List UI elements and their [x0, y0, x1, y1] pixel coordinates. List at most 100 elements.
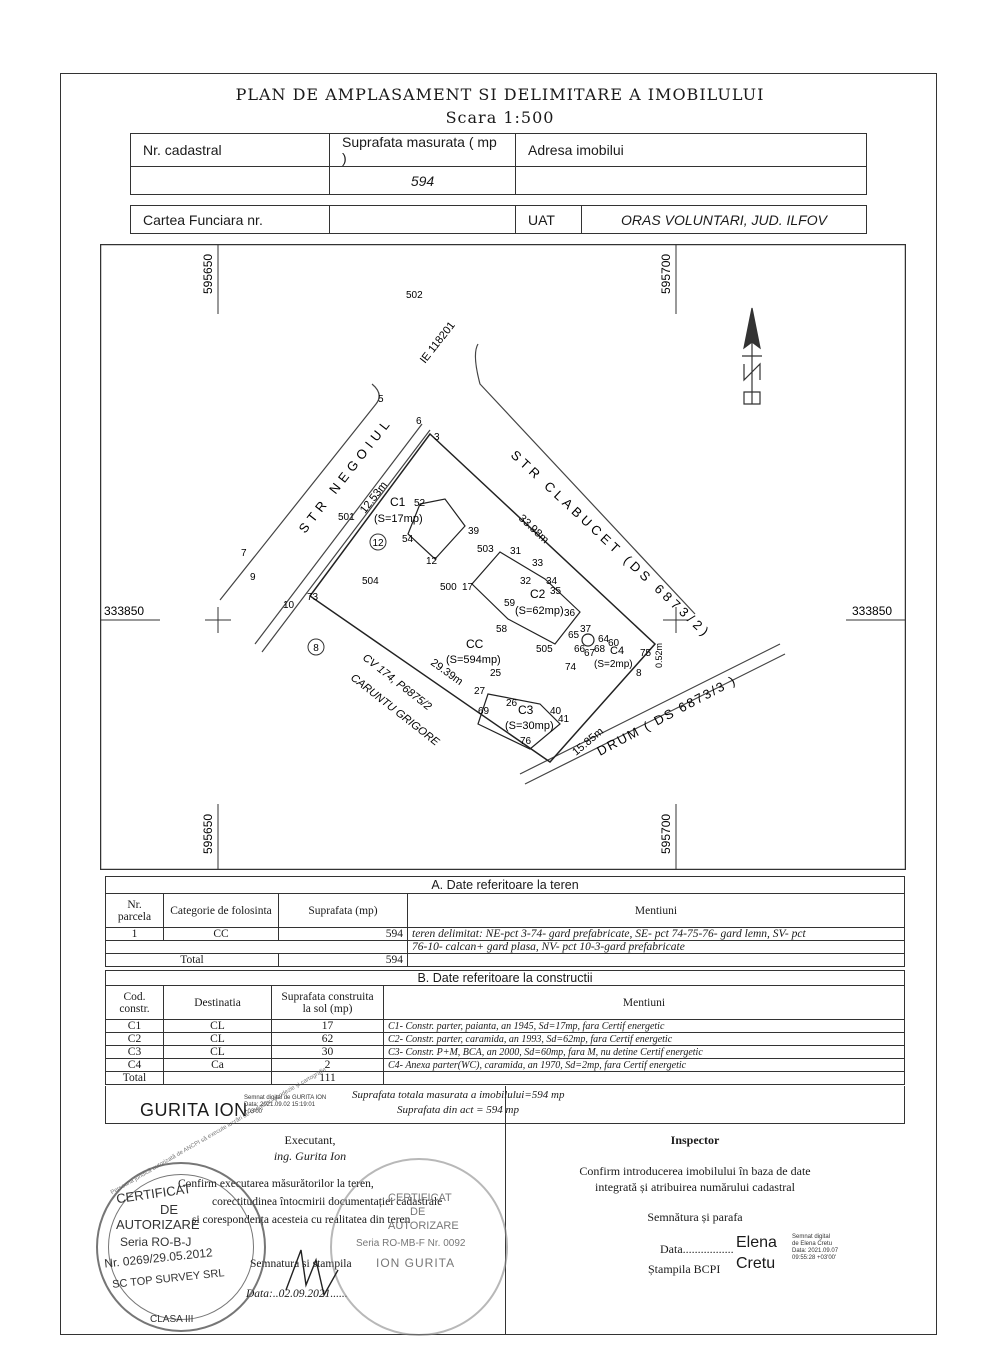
cf-label: Cartea Funciara nr. [130, 205, 330, 234]
stamp-2-l4: Seria RO-MB-F Nr. 0092 [356, 1238, 466, 1249]
section-b-table: B. Date referitoare la constructii Cod. … [105, 970, 905, 1085]
total-label-b: Total [105, 1071, 164, 1085]
b-row-4-dest: Ca [163, 1058, 272, 1072]
svg-text:52: 52 [414, 498, 426, 509]
svg-text:41: 41 [558, 714, 570, 725]
cf-value [329, 205, 516, 234]
street-lines [219, 343, 786, 785]
parcel-8-circle [307, 638, 325, 656]
row-mentiuni-1: teren delimitat: NE-pct 3-74- gard prefa… [407, 927, 905, 941]
coord-crosses [100, 244, 906, 870]
svg-text:502: 502 [406, 290, 423, 301]
total-empty-b [163, 1071, 272, 1085]
executant-title: Executant, [284, 1133, 336, 1147]
c2-label: C2 [530, 587, 546, 601]
row-categorie: CC [163, 927, 279, 941]
b-row-3-sup: 30 [271, 1045, 384, 1059]
b-row-3-dest: CL [163, 1045, 272, 1059]
b-row-1-ment: C1- Constr. parter, paianta, an 1945, Sd… [383, 1019, 905, 1033]
cc-area: (S=594mp) [446, 654, 501, 666]
survey-points: 502 5 6 3 501 52 39 54 12 503 31 33 32 3… [241, 290, 652, 747]
svg-text:5: 5 [378, 394, 384, 405]
stamp-2-l1: CERTIFICAT [388, 1192, 452, 1204]
stamp-1-l4: Seria RO-B-J [120, 1235, 192, 1249]
col-mentiuni-b: Mentiuni [383, 985, 905, 1020]
inspector-text-1: Confirm introducerea imobilului în baza … [579, 1164, 811, 1178]
uat-label: UAT [515, 205, 582, 234]
b-row-4-sup: 2 [271, 1058, 384, 1072]
stamp-1 [96, 1162, 266, 1332]
inspector-title: Inspector [670, 1133, 720, 1147]
svg-text:75: 75 [640, 648, 652, 659]
handwritten-signature [285, 1249, 339, 1297]
summary-line-2: Suprafata din act = 594 mp [397, 1104, 520, 1116]
svg-text:27: 27 [474, 686, 486, 697]
col-nr-parcela: Nr. parcela [105, 893, 164, 928]
svg-text:60: 60 [608, 638, 620, 649]
svg-text:65: 65 [568, 630, 580, 641]
stamp-1-inner [108, 1174, 254, 1320]
dig-right-4: 09:55:28 +03'00' [792, 1255, 837, 1261]
b-row-2-ment: C2- Constr. parter, caramida, an 1993, S… [383, 1032, 905, 1046]
svg-text:58: 58 [496, 624, 508, 635]
svg-text:8: 8 [636, 668, 642, 679]
svg-text:68: 68 [594, 644, 606, 655]
svg-text:36: 36 [564, 608, 576, 619]
col-destinatia: Destinatia [163, 985, 272, 1020]
document-title: PLAN DE AMPLASAMENT SI DELIMITARE A IMOB… [235, 85, 765, 104]
col-categorie: Categorie de folosinta [163, 893, 279, 928]
dig-left-2: Data: 2021.09.02 15:19:01 [244, 1102, 316, 1108]
svg-text:501: 501 [338, 512, 355, 523]
suprafata-value: 594 [329, 166, 516, 195]
parcel-8: 8 [313, 643, 319, 654]
c3-area: (S=30mp) [505, 720, 554, 732]
c4-area: (S=2mp) [594, 659, 633, 670]
col-mentiuni: Mentiuni [407, 893, 905, 928]
stamp-2-l3: AUTORIZARE [388, 1220, 459, 1232]
svg-text:64: 64 [598, 634, 610, 645]
inspector-sig-name-1: Elena [736, 1234, 777, 1251]
inspector-sig-name-2: Cretu [736, 1255, 776, 1272]
row-mentiuni-2: 76-10- calcan+ gard plasa, NV- pct 10-3-… [407, 940, 905, 954]
section-a-title: A. Date referitoare la teren [105, 876, 905, 894]
executant-name: ing. Gurita Ion [273, 1149, 347, 1163]
svg-text:503: 503 [477, 544, 494, 555]
dig-left-3: +03'00' [244, 1109, 264, 1115]
document-scale: Scara 1:500 [445, 108, 555, 127]
building-c3 [477, 693, 561, 750]
inspector-semn: Semnătura și parafa [647, 1210, 743, 1224]
row-nr: 1 [105, 927, 164, 941]
svg-text:12: 12 [426, 556, 438, 567]
row-spacer [105, 940, 408, 954]
street-ie: IE 118201 [418, 320, 458, 366]
nr-cadastral-value [130, 166, 330, 195]
stamp-2-l5: ION GURITA [376, 1256, 456, 1270]
page-frame [60, 73, 937, 1335]
col-cod: Cod. constr. [105, 985, 164, 1020]
svg-text:6: 6 [416, 416, 422, 427]
svg-text:32: 32 [520, 576, 532, 587]
adresa-label: Adresa imobilui [515, 133, 867, 167]
svg-text:74: 74 [565, 662, 577, 673]
uat-value: ORAS VOLUNTARI, JUD. ILFOV [581, 205, 867, 234]
svg-text:54: 54 [402, 534, 414, 545]
building-c4 [581, 633, 595, 647]
building-c1 [407, 498, 466, 560]
inspector-stampila: Ștampila BCPI [648, 1262, 721, 1276]
north-arrow-icon [742, 307, 762, 405]
dim-2: 33.98m [516, 512, 551, 546]
executant-date: Data:..02.09.2021...... [246, 1288, 348, 1300]
svg-text:3: 3 [434, 432, 440, 443]
coord-y-left: 333850 [104, 604, 144, 618]
svg-text:69: 69 [478, 706, 490, 717]
parcel-boundary [308, 432, 657, 763]
b-row-2-cod: C2 [105, 1032, 164, 1046]
stamp-2 [330, 1158, 508, 1336]
building-c2 [471, 551, 581, 645]
total-value-a: 594 [278, 953, 408, 967]
dig-left-1: Semnat digital de GURITA ION [244, 1095, 327, 1101]
adresa-value [515, 166, 867, 195]
suprafata-label: Suprafata masurata ( mp ) [329, 133, 516, 167]
col-suprafata: Suprafata (mp) [278, 893, 408, 928]
digital-signature-right: Semnat digital de Elena Cretu Data: 2021… [792, 1234, 838, 1262]
